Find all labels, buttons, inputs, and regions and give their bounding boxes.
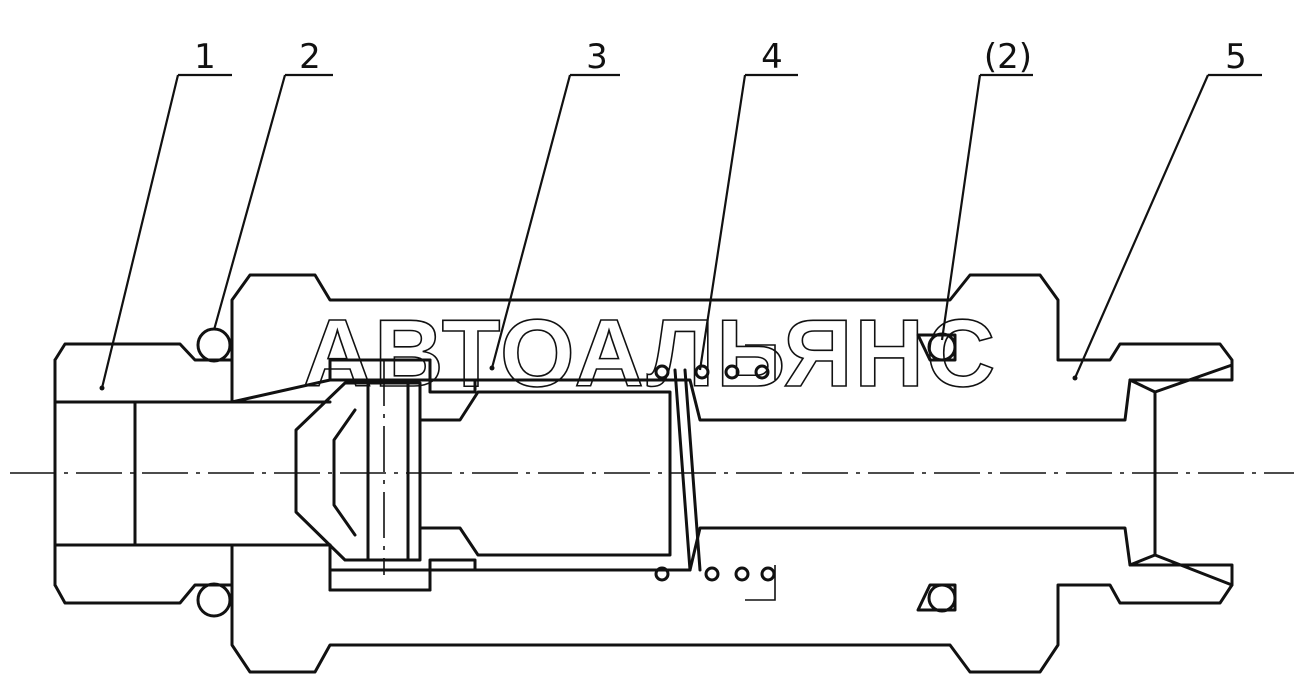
watermark-text: АВТОАЛЬЯНС xyxy=(303,300,997,407)
callout-1: 1 xyxy=(194,37,216,77)
part-4-spring xyxy=(654,344,776,601)
callout-2: 2 xyxy=(299,37,321,77)
callout-3: 3 xyxy=(586,37,608,77)
leader-lines xyxy=(99,73,1262,391)
part-3-valve xyxy=(294,358,672,592)
callout-5: 5 xyxy=(1225,37,1247,77)
callout-4: 4 xyxy=(761,37,783,77)
callout-2-repeat: (2) xyxy=(984,37,1032,77)
